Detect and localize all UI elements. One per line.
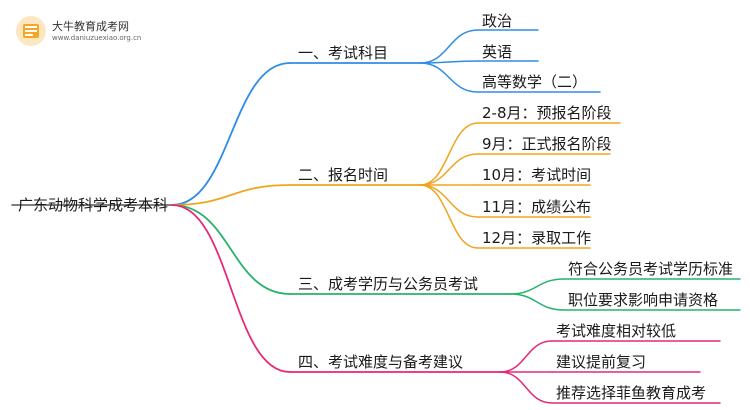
branch-2-leaf-5-connector: [419, 184, 479, 249]
branch-exam-subjects: 一、考试科目: [298, 44, 389, 62]
leaf-recommend-feiyu: 推荐选择菲鱼教育成考: [556, 384, 707, 402]
logo: 大牛教育成考网 www.daniuzuexiao.org.cn: [14, 14, 154, 50]
root-to-branch-4-connector: [171, 204, 291, 373]
leaf-position-requirement: 职位要求影响申请资格: [568, 291, 719, 309]
logo-title: 大牛教育成考网: [52, 20, 129, 33]
branch-3-leaf-2-connector: [509, 293, 565, 311]
branch-1-leaf-1-connector: [419, 29, 479, 64]
leaf-english: 英语: [482, 43, 513, 61]
leaf-formal-registration: 9月：正式报名阶段: [482, 135, 612, 153]
root-to-branch-2-connector: [171, 184, 291, 206]
branch-4-leaf-1-connector: [499, 340, 553, 373]
branch-2-leaf-2-connector: [419, 153, 479, 186]
leaf-low-difficulty: 考试难度相对较低: [556, 322, 677, 340]
branch-2-leaf-1-connector: [419, 122, 479, 186]
branch-difficulty-advice: 四、考试难度与备考建议: [298, 353, 464, 371]
branch-registration-time: 二、报名时间: [298, 166, 389, 184]
leaf-pre-registration: 2-8月：预报名阶段: [482, 104, 612, 122]
leaf-math: 高等数学（二）: [482, 73, 588, 91]
leaf-politics: 政治: [482, 12, 513, 30]
branch-3-leaf-1-connector: [509, 278, 565, 295]
leaf-admission: 12月：录取工作: [482, 229, 592, 247]
root-to-branch-1-connector: [171, 62, 291, 206]
branch-civil-service: 三、成考学历与公务员考试: [298, 275, 479, 293]
root-node: 广东动物科学成考本科: [18, 196, 169, 214]
branch-4-leaf-3-connector: [499, 371, 553, 404]
logo-url: www.daniuzuexiao.org.cn: [52, 34, 142, 42]
root-to-branch-3-connector: [171, 204, 291, 295]
leaf-exam-time: 10月：考试时间: [482, 166, 592, 184]
leaf-score-release: 11月：成绩公布: [482, 198, 592, 216]
branch-1-leaf-3-connector: [419, 62, 479, 93]
leaf-review-early: 建议提前复习: [556, 353, 647, 371]
branch-2-leaf-4-connector: [419, 184, 479, 218]
leaf-meets-standard: 符合公务员考试学历标准: [568, 260, 734, 278]
book-logo-icon: [16, 16, 46, 46]
